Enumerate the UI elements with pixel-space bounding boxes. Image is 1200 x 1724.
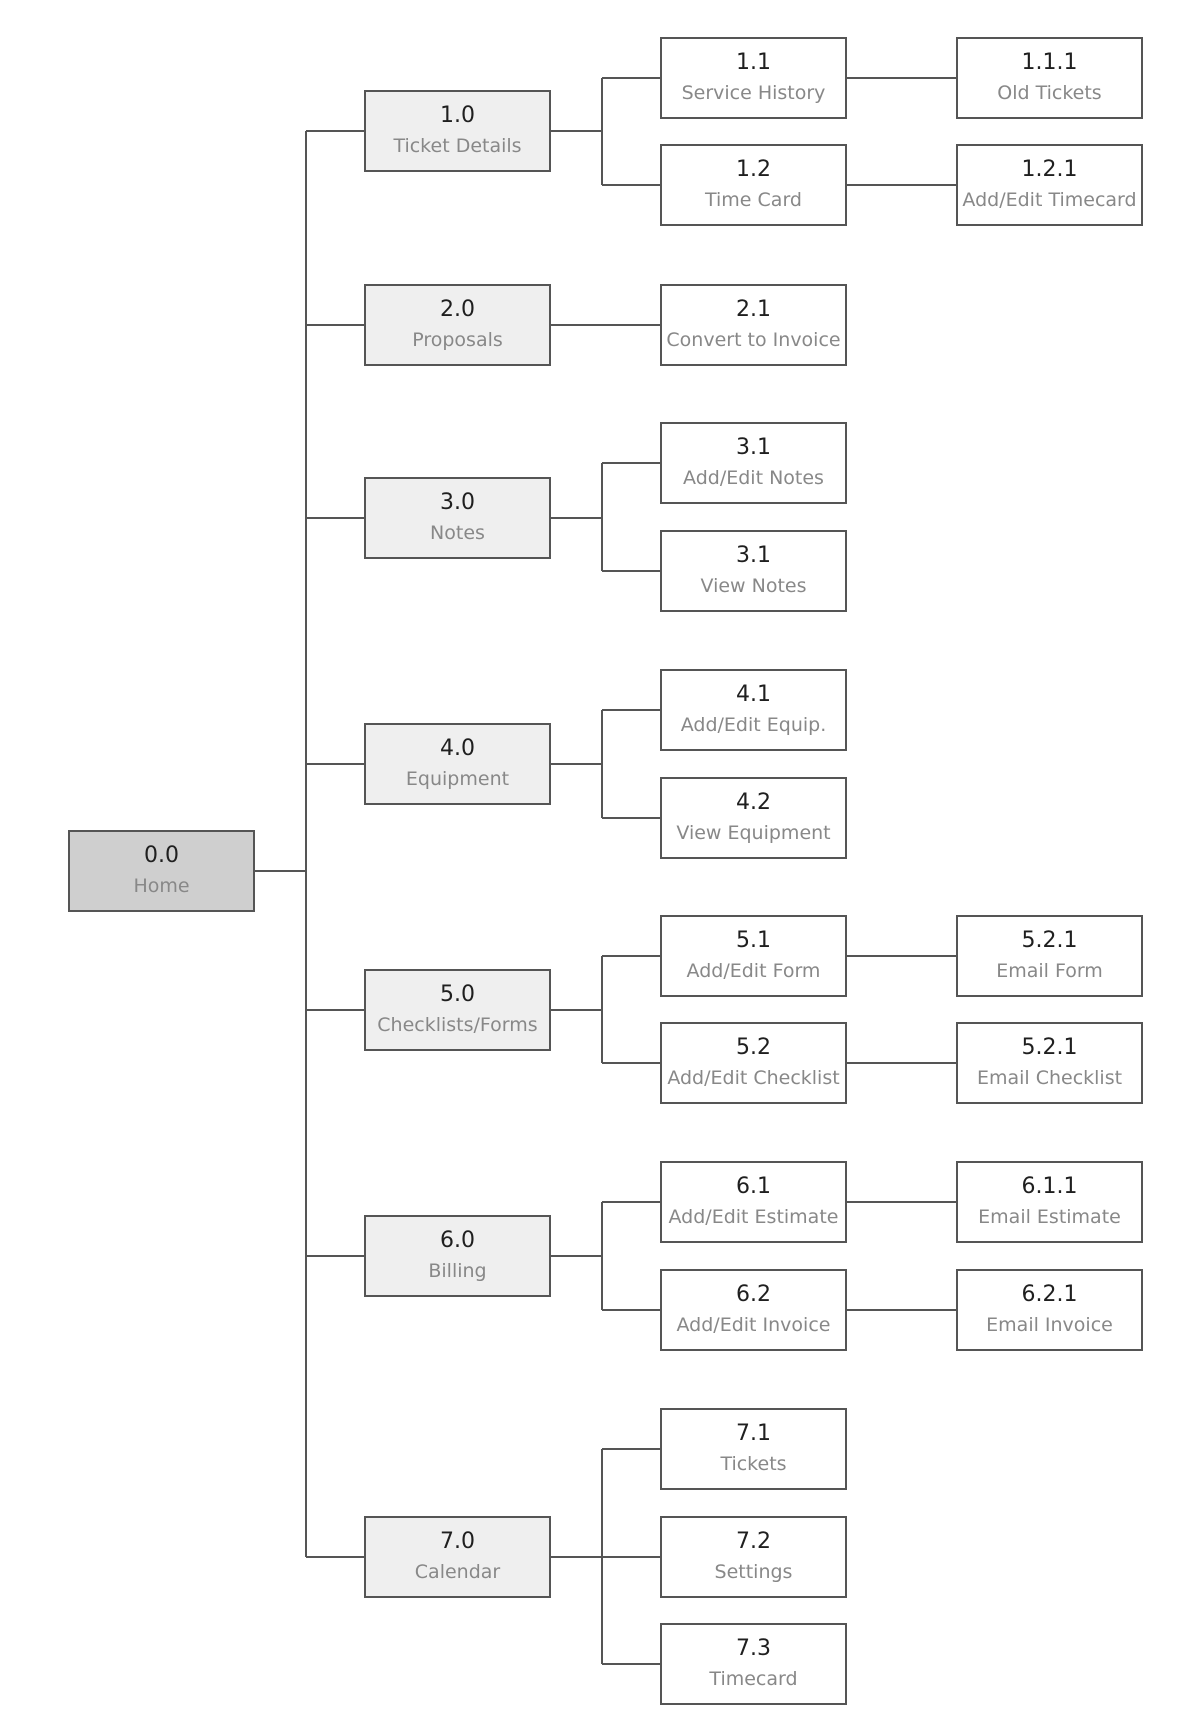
- node-label: Add/Edit Invoice: [676, 1314, 831, 1336]
- node-label: Add/Edit Estimate: [668, 1206, 839, 1228]
- node-number: 3.1: [736, 435, 771, 460]
- node-label: Service History: [681, 82, 826, 104]
- node-label: Timecard: [709, 1668, 798, 1690]
- node-label: Email Form: [996, 960, 1103, 982]
- node-label: Add/Edit Checklist: [667, 1067, 840, 1089]
- node-label: Home: [133, 875, 190, 897]
- node-number: 4.1: [736, 682, 771, 707]
- node-number: 5.2: [736, 1035, 771, 1060]
- node-number: 4.0: [440, 736, 475, 761]
- node-number: 6.1.1: [1021, 1174, 1078, 1199]
- node-number: 2.1: [736, 297, 771, 322]
- node-number: 6.2: [736, 1282, 771, 1307]
- node-label: Add/Edit Timecard: [962, 189, 1137, 211]
- node-number: 0.0: [144, 843, 179, 868]
- node-label: Checklists/Forms: [377, 1014, 538, 1036]
- node-label: Add/Edit Notes: [683, 467, 824, 489]
- node-number: 5.2.1: [1021, 1035, 1078, 1060]
- node-number: 1.2: [736, 157, 771, 182]
- node-label: Convert to Invoice: [666, 329, 841, 351]
- node-number: 5.0: [440, 982, 475, 1007]
- node-number: 6.2.1: [1021, 1282, 1078, 1307]
- node-label: Email Invoice: [986, 1314, 1113, 1336]
- node-label: Old Tickets: [997, 82, 1102, 104]
- node-label: Notes: [430, 522, 485, 544]
- node-label: Proposals: [412, 329, 503, 351]
- node-label: Email Estimate: [978, 1206, 1121, 1228]
- node-label: Tickets: [720, 1453, 787, 1475]
- node-number: 1.2.1: [1021, 157, 1078, 182]
- node-label: Add/Edit Form: [686, 960, 821, 982]
- node-number: 3.0: [440, 490, 475, 515]
- node-number: 5.1: [736, 928, 771, 953]
- node-label: Time Card: [705, 189, 802, 211]
- node-number: 6.1: [736, 1174, 771, 1199]
- node-number: 1.0: [440, 103, 475, 128]
- node-number: 7.2: [736, 1529, 771, 1554]
- node-number: 6.0: [440, 1228, 475, 1253]
- node-label: Email Checklist: [976, 1067, 1123, 1089]
- node-label: Settings: [714, 1561, 793, 1583]
- node-number: 3.1: [736, 543, 771, 568]
- node-number: 7.1: [736, 1421, 771, 1446]
- node-number: 7.0: [440, 1529, 475, 1554]
- node-number: 1.1: [736, 50, 771, 75]
- node-label: View Notes: [700, 575, 807, 597]
- node-number: 1.1.1: [1021, 50, 1078, 75]
- node-number: 5.2.1: [1021, 928, 1078, 953]
- node-number: 4.2: [736, 790, 771, 815]
- node-number: 7.3: [736, 1636, 771, 1661]
- node-label: Add/Edit Equip.: [680, 714, 827, 736]
- node-label: Ticket Details: [393, 135, 522, 157]
- node-number: 2.0: [440, 297, 475, 322]
- node-label: View Equipment: [676, 822, 831, 844]
- node-label: Billing: [428, 1260, 487, 1282]
- node-label: Equipment: [405, 768, 510, 790]
- node-label: Calendar: [414, 1561, 501, 1583]
